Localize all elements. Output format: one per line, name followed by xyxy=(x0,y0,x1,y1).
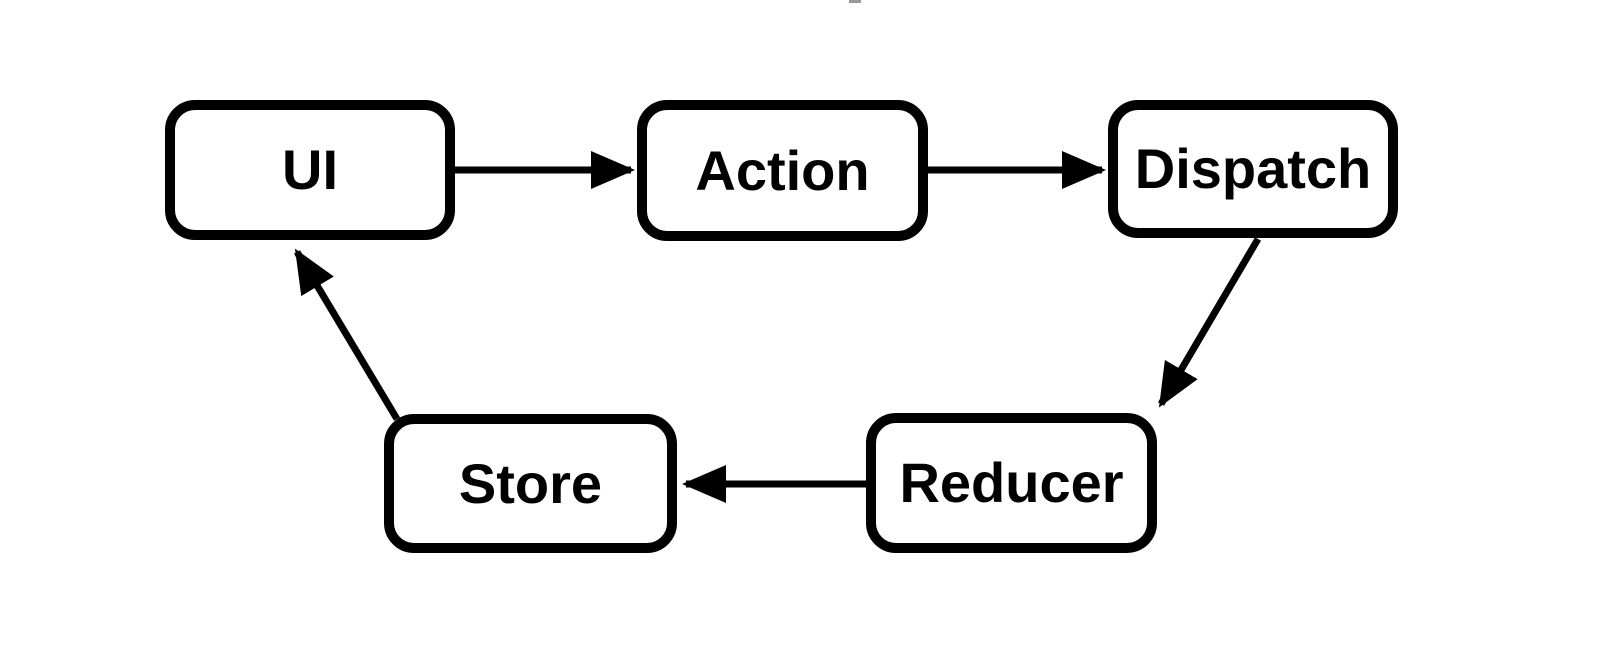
arrow-store-to-ui xyxy=(293,248,401,421)
node-reducer-label: Reducer xyxy=(899,451,1124,514)
node-store-label: Store xyxy=(458,451,603,515)
node-dispatch-label: Dispatch xyxy=(1134,137,1372,200)
node-reducer: Reducer xyxy=(866,413,1157,553)
node-action-label: Action xyxy=(695,138,870,202)
node-ui-label: UI xyxy=(282,138,338,201)
arrow-dispatch-to-reducer xyxy=(1157,237,1262,408)
node-dispatch: Dispatch xyxy=(1108,100,1398,238)
node-action: Action xyxy=(637,100,928,241)
clipped-scrollbar-artifact xyxy=(849,0,861,3)
node-store: Store xyxy=(384,414,677,553)
node-ui: UI xyxy=(165,100,455,240)
